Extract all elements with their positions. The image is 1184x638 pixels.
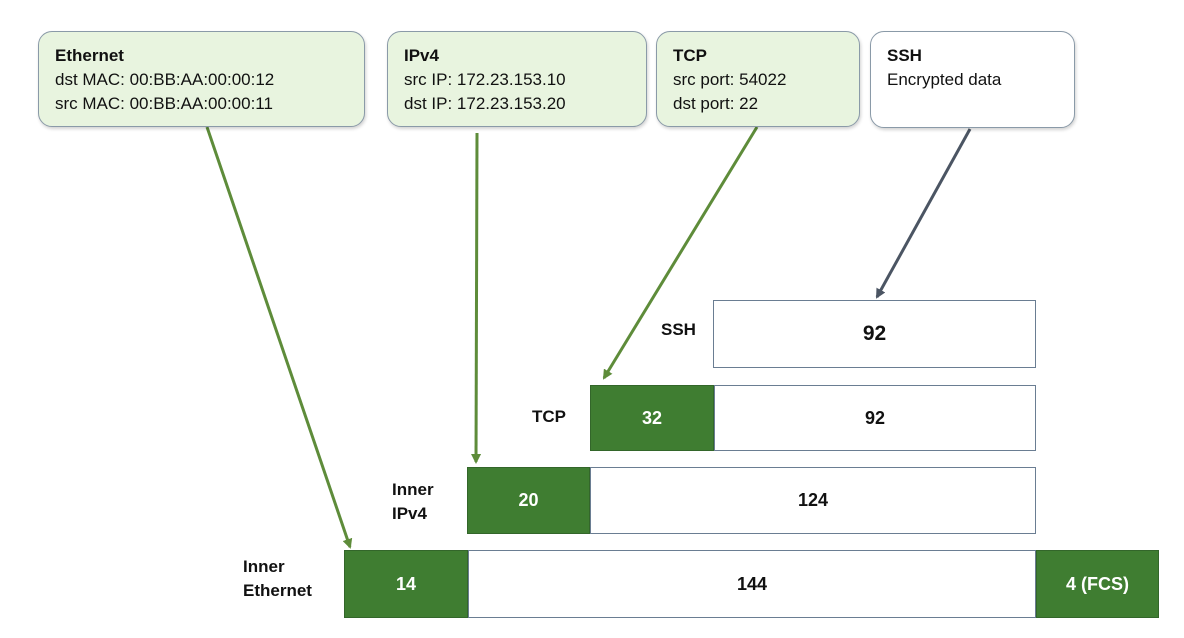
ethernet-layer-label: Inner Ethernet bbox=[243, 555, 312, 603]
src-port-line: src port: 54022 bbox=[673, 70, 787, 89]
ssh-payload-cell: 92 bbox=[713, 300, 1036, 368]
tcp-header-box: TCP src port: 54022 dst port: 22 bbox=[656, 31, 860, 127]
ipv4-payload-cell: 124 bbox=[590, 467, 1036, 534]
tcp-header-title: TCP bbox=[673, 46, 707, 65]
dst-mac-line: dst MAC: 00:BB:AA:00:00:12 bbox=[55, 70, 275, 89]
tcp-layer-bar: 32 92 bbox=[590, 385, 1036, 451]
ethernet-fcs-cell: 4 (FCS) bbox=[1036, 550, 1159, 618]
ethernet-header-cell: 14 bbox=[344, 550, 468, 618]
ethernet-label-line2: Ethernet bbox=[243, 581, 312, 600]
encrypted-data-line: Encrypted data bbox=[887, 70, 1002, 89]
ipv4-label-line2: IPv4 bbox=[392, 504, 427, 523]
ssh-header-box: SSH Encrypted data bbox=[870, 31, 1075, 128]
ethernet-arrow bbox=[205, 126, 353, 549]
ipv4-arrow bbox=[471, 132, 482, 464]
dst-port-line: dst port: 22 bbox=[673, 94, 759, 113]
ssh-arrow bbox=[875, 128, 972, 299]
src-mac-line: src MAC: 00:BB:AA:00:00:11 bbox=[55, 94, 273, 113]
tcp-payload-cell: 92 bbox=[714, 385, 1036, 451]
ssh-header-title: SSH bbox=[887, 46, 922, 65]
tcp-header-cell: 32 bbox=[590, 385, 714, 451]
ssh-layer-label: SSH bbox=[661, 320, 696, 339]
ethernet-header-title: Ethernet bbox=[55, 46, 124, 65]
tcp-layer-label: TCP bbox=[532, 407, 566, 426]
ethernet-header-box: Ethernet dst MAC: 00:BB:AA:00:00:12 src … bbox=[38, 31, 365, 127]
ethernet-label-line1: Inner bbox=[243, 557, 285, 576]
ipv4-layer-bar: 20 124 bbox=[467, 467, 1036, 534]
ipv4-header-box: IPv4 src IP: 172.23.153.10 dst IP: 172.2… bbox=[387, 31, 647, 127]
tcp-arrow bbox=[602, 126, 759, 380]
ssh-layer-bar: 92 bbox=[713, 300, 1036, 368]
ipv4-header-title: IPv4 bbox=[404, 46, 439, 65]
dst-ip-line: dst IP: 172.23.153.20 bbox=[404, 94, 566, 113]
ipv4-header-cell: 20 bbox=[467, 467, 590, 534]
ipv4-label-line1: Inner bbox=[392, 480, 434, 499]
ipv4-layer-label: Inner IPv4 bbox=[392, 478, 434, 526]
ethernet-layer-bar: 14 144 4 (FCS) bbox=[344, 550, 1159, 618]
ethernet-payload-cell: 144 bbox=[468, 550, 1036, 618]
src-ip-line: src IP: 172.23.153.10 bbox=[404, 70, 566, 89]
